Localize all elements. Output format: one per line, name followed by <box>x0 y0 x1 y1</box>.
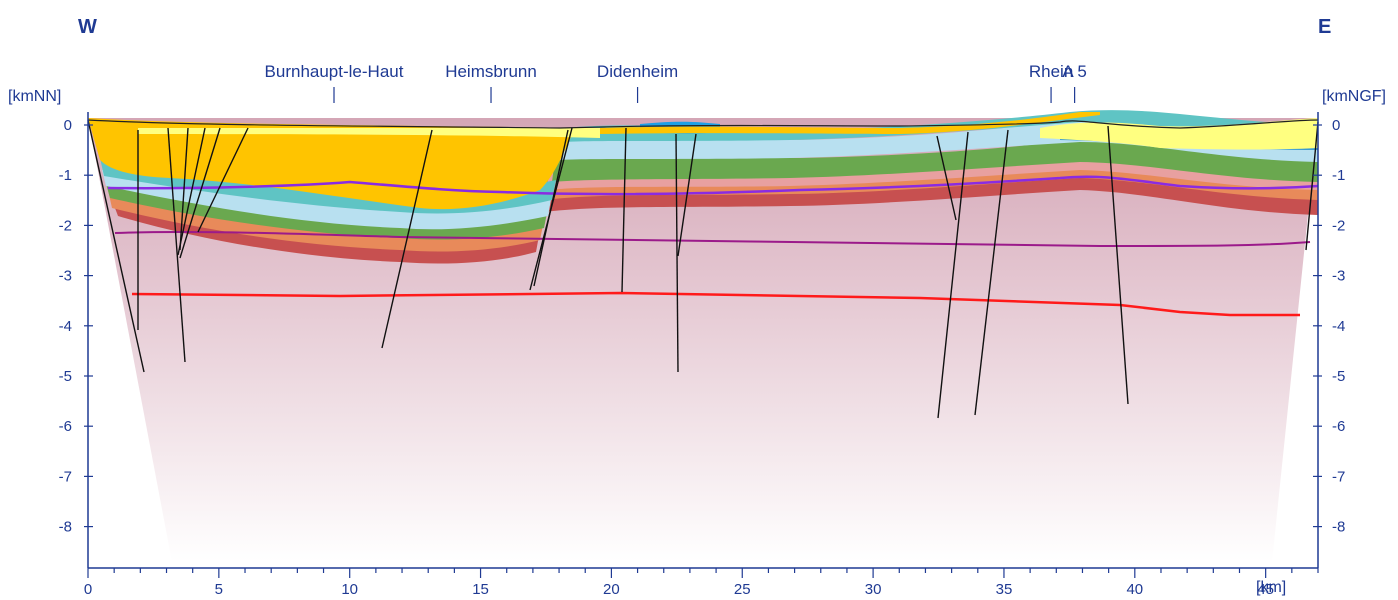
y-left-tick-label: -7 <box>59 468 72 485</box>
fault-lines <box>87 119 1319 419</box>
fault-line <box>533 129 569 287</box>
west-basin-bands <box>88 118 1318 264</box>
x-tick-label: 10 <box>341 581 358 598</box>
x-tick-label: 35 <box>996 581 1013 598</box>
y-right-tick-label: -7 <box>1332 468 1345 485</box>
place-label-heimsbrunn: Heimsbrunn <box>445 62 537 81</box>
y-right-tick-label: -4 <box>1332 318 1345 335</box>
y-right-tick-label: -8 <box>1332 519 1345 536</box>
y-right-tick-label: -6 <box>1332 418 1345 435</box>
y-right-tick-label: 0 <box>1332 117 1340 134</box>
y-left-tick-label: -1 <box>59 167 72 184</box>
red-horizon-line <box>131 291 1300 317</box>
y-left-tick-label: -5 <box>59 368 72 385</box>
fault-line <box>621 127 627 293</box>
x-tick-label: 25 <box>734 581 751 598</box>
east-label: E <box>1318 16 1332 38</box>
y-right-tick-label: -5 <box>1332 368 1345 385</box>
fault-line <box>87 119 145 373</box>
fault-line <box>179 127 189 251</box>
left-axis-unit: [kmNN] <box>8 88 62 105</box>
fault-line <box>677 133 697 257</box>
y-left-tick-label: -3 <box>59 268 72 285</box>
x-tick-label: 15 <box>472 581 489 598</box>
x-tick-label: 5 <box>215 581 223 598</box>
right-axis-unit: [kmNGF] <box>1322 88 1386 105</box>
x-tick-label: 40 <box>1126 581 1143 598</box>
axis-ticks: 0 5 10 15 20 25 30 35 40 45 0 0 -1 -1 -2 -2 -3 -3 -4 -4 -5 -5… <box>59 117 1346 598</box>
fault-line <box>167 127 186 363</box>
west-label: W <box>78 16 97 38</box>
fault-line <box>675 133 679 373</box>
fault-line <box>1305 121 1319 251</box>
y-left-tick-label: 0 <box>64 117 72 134</box>
fault-line <box>177 127 206 256</box>
topography-line <box>87 119 1319 129</box>
purple-horizon-line <box>107 175 1319 196</box>
x-tick-label: 45 <box>1257 581 1274 598</box>
place-label-didenheim: Didenheim <box>596 62 679 81</box>
y-left-tick-label: -6 <box>59 418 72 435</box>
y-right-tick-label: -2 <box>1332 217 1345 234</box>
y-left-tick-label: -2 <box>59 217 72 234</box>
fault-line <box>936 135 957 221</box>
fault-line <box>179 127 221 259</box>
place-label-rhein: Rhein <box>1028 62 1074 81</box>
place-markers <box>333 87 1076 103</box>
x-tick-label: 30 <box>865 581 882 598</box>
fault-line <box>197 127 249 233</box>
place-label-burnhaupt: Burnhaupt-le-Haut <box>264 62 404 81</box>
magenta-horizon-line <box>114 230 1311 248</box>
x-tick-label: 20 <box>603 581 620 598</box>
y-left-tick-label: -8 <box>59 519 72 536</box>
x-tick-label: 0 <box>84 581 92 598</box>
y-right-tick-label: -1 <box>1332 167 1345 184</box>
fault-line <box>937 131 969 419</box>
axes <box>87 112 1319 569</box>
fault-line <box>381 129 433 349</box>
fault-line <box>974 129 1009 416</box>
y-right-tick-label: -3 <box>1332 268 1345 285</box>
x-axis-unit: [km] <box>1256 579 1286 596</box>
place-label-a5: A 5 <box>1062 62 1087 81</box>
fault-line <box>1107 125 1129 405</box>
y-left-tick-label: -4 <box>59 318 72 335</box>
